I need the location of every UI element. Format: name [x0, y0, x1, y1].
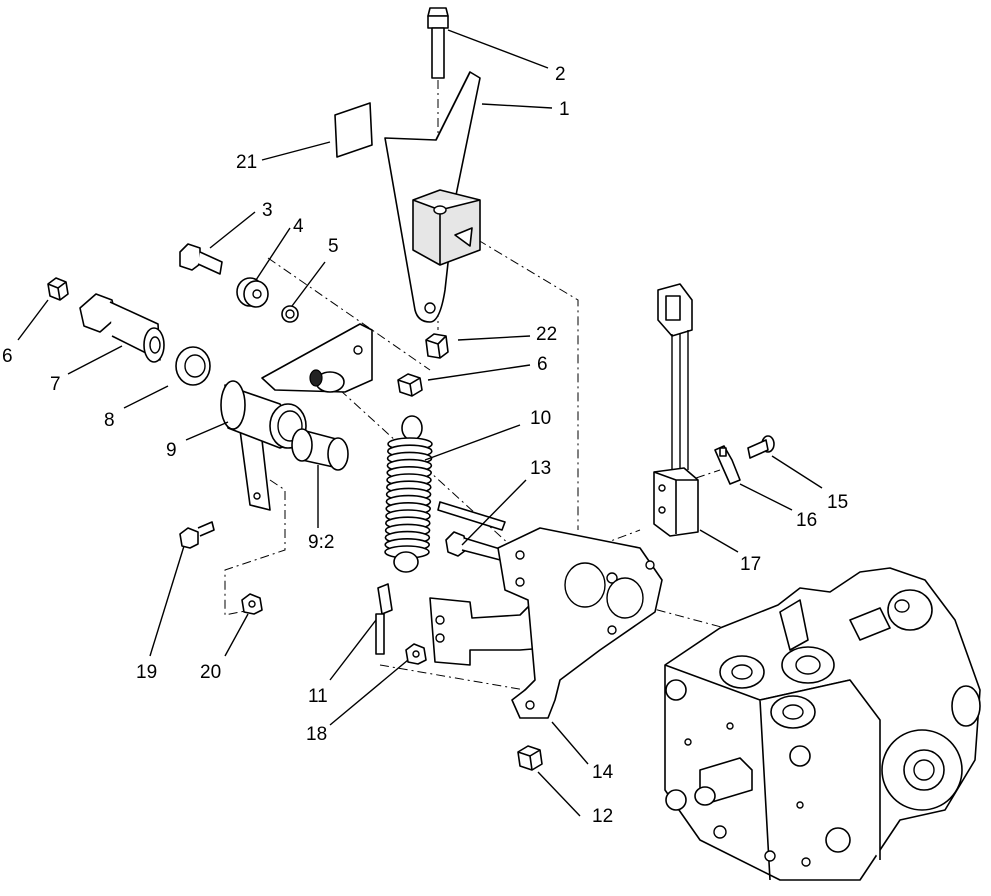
nut-part-6-right [397, 373, 423, 397]
callout-3: 3 [262, 200, 273, 221]
callout-6-right: 6 [537, 354, 548, 375]
bolt-part-3 [179, 243, 223, 275]
callout-8: 8 [104, 410, 115, 431]
washer-part-8 [175, 346, 211, 386]
clip-part-16 [714, 445, 741, 485]
shaft-part-7 [79, 293, 165, 363]
nut-part-20 [241, 593, 263, 615]
callout-15: 15 [827, 492, 848, 513]
callout-2: 2 [555, 64, 566, 85]
nut-part-22 [425, 333, 449, 359]
hydraulic-pump [664, 567, 981, 881]
bolt-part-2 [427, 7, 449, 79]
bracket-arm-part-1 [384, 71, 481, 323]
bracket-plate [261, 323, 373, 393]
callout-20: 20 [200, 662, 221, 683]
callout-5: 5 [328, 236, 339, 257]
bolt-part-19 [179, 521, 215, 549]
callout-11: 11 [308, 686, 328, 707]
callout-17: 17 [740, 554, 761, 575]
callout-9-2: 9:2 [308, 532, 334, 553]
callout-19: 19 [136, 662, 157, 683]
callout-13: 13 [530, 458, 551, 479]
callout-16: 16 [796, 510, 817, 531]
callout-labels: 1 2 3 4 5 6 6 7 8 9 9:2 10 11 12 13 14 1… [2, 64, 848, 827]
screw-part-15 [747, 435, 775, 459]
nut-part-18 [405, 643, 427, 665]
spacer-part-4 [236, 277, 269, 308]
decal-part-21 [334, 102, 373, 158]
callout-9: 9 [166, 440, 177, 461]
callout-6-left: 6 [2, 346, 13, 367]
callout-12: 12 [592, 806, 613, 827]
bracket-part-14 [429, 527, 663, 719]
callout-21: 21 [236, 152, 257, 173]
callout-10: 10 [530, 408, 551, 429]
nut-part-12 [517, 745, 543, 771]
nut-part-6-left [47, 277, 69, 301]
callout-1: 1 [559, 99, 570, 120]
bushing-part-9-2 [291, 428, 349, 471]
callout-4: 4 [293, 216, 304, 237]
pin-part-13 [437, 501, 511, 563]
leader-lines [17, 29, 823, 817]
spring-part-10 [384, 415, 433, 573]
callout-14: 14 [592, 762, 614, 783]
callout-18: 18 [306, 724, 327, 745]
sensor-part-17 [653, 283, 699, 537]
callout-7: 7 [50, 374, 61, 395]
lever-part-9 [220, 380, 307, 511]
washer-part-5 [281, 305, 299, 323]
rod-end-part-11 [375, 583, 393, 655]
callout-22: 22 [536, 324, 557, 345]
